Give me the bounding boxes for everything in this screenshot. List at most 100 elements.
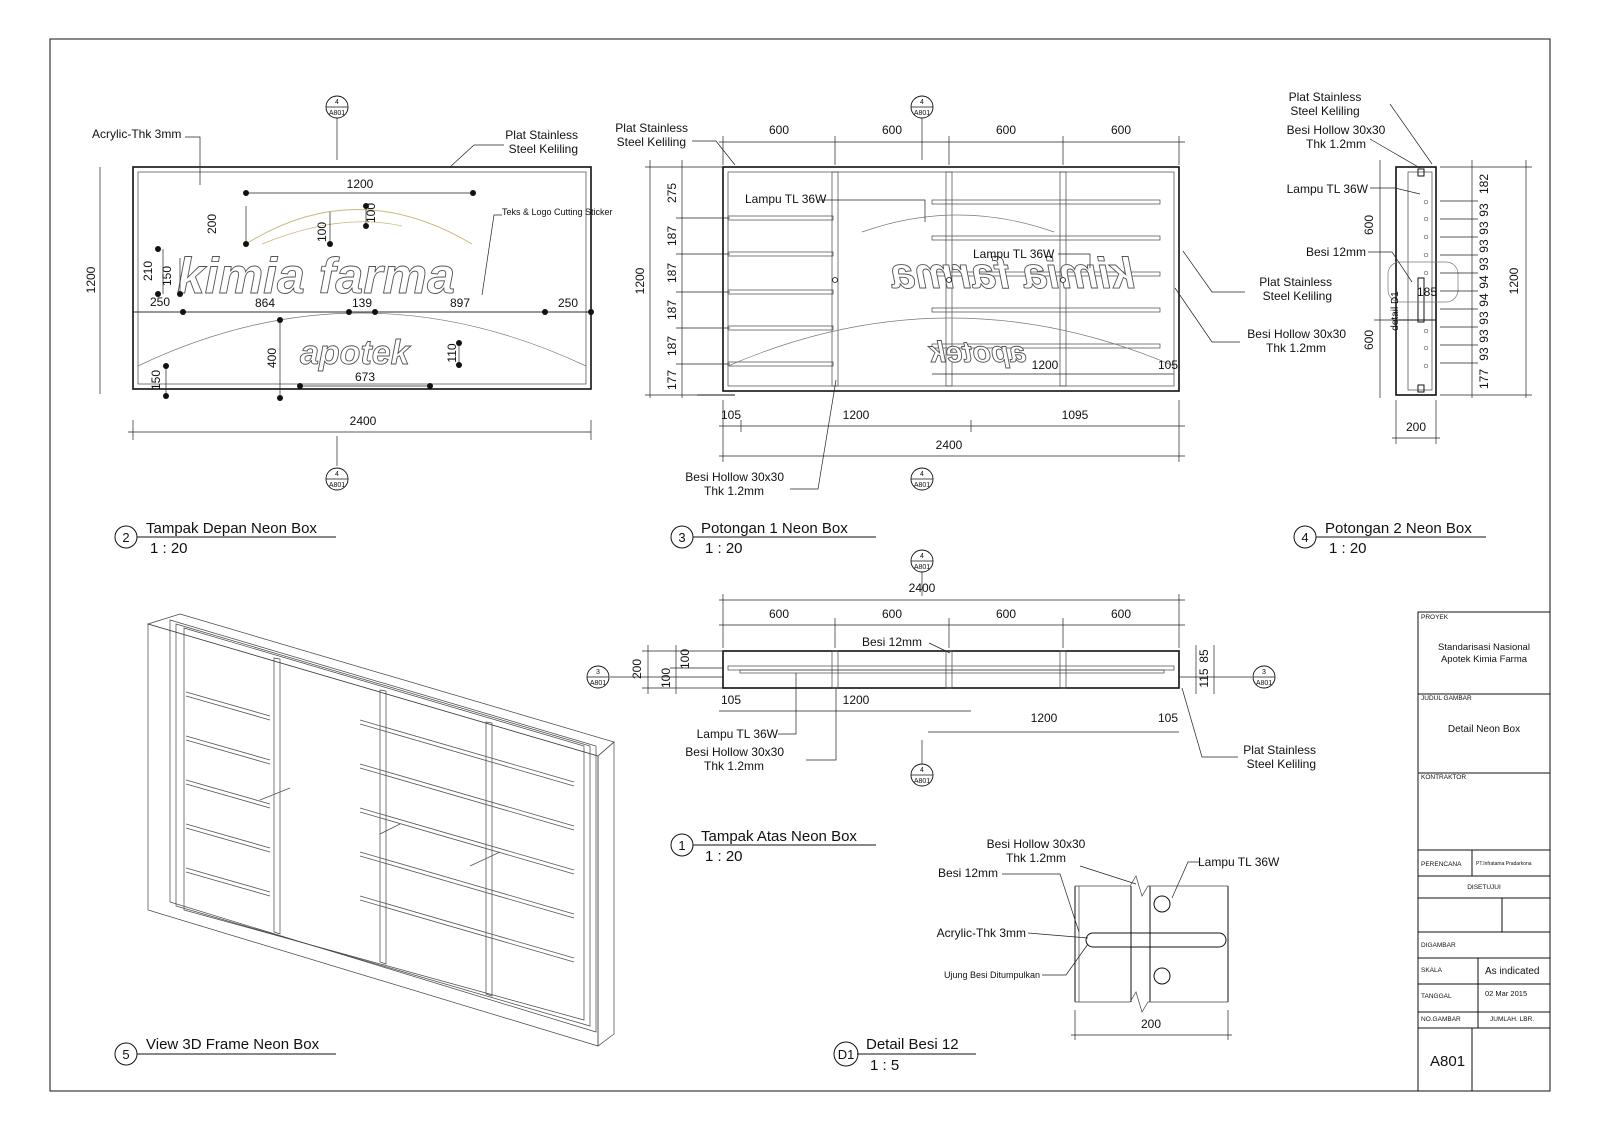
dim-text: 600: [769, 123, 789, 137]
section2-hollow-mid: [1417, 277, 1425, 323]
leader: [1370, 187, 1421, 195]
label: Lampu TL 36W: [1198, 855, 1280, 869]
front-inner-frame: [137, 171, 587, 385]
dim-text: 139: [352, 296, 372, 310]
posts: [273, 657, 493, 997]
dim-text: 600: [882, 607, 902, 621]
dim-text: 1200: [1032, 358, 1059, 372]
dim-text: 93: [1477, 347, 1491, 361]
dim-text: 85: [1197, 649, 1211, 663]
top-view: 2400 600 600 600 600 200 100 100 115 85 …: [586, 549, 1316, 865]
svg-text:apotek: apotek: [928, 336, 1026, 369]
section1-bulbs: [727, 199, 1161, 367]
label: Besi Hollow 30x30: [685, 745, 784, 759]
tb-tanggal-label: TANGGAL: [1421, 993, 1452, 1000]
label: Besi 12mm: [938, 866, 998, 880]
logo-arc-inner: [261, 221, 403, 245]
dim-text: 250: [150, 295, 170, 309]
tb-tanggal: 02 Mar 2015: [1485, 989, 1527, 998]
leader: [1079, 865, 1137, 885]
section-callout-top: 4 A801: [910, 549, 934, 573]
dim-text: 250: [558, 296, 578, 310]
svg-text:4: 4: [335, 99, 339, 106]
break-line: [1075, 991, 1228, 1013]
dim-text: 94: [1477, 275, 1491, 289]
sub-brand-text: apotek: [300, 334, 412, 372]
section2-inner: [1407, 171, 1433, 391]
dim-text: 187: [665, 336, 679, 356]
leader: [1002, 873, 1080, 933]
dim-text: 275: [665, 183, 679, 203]
view-number: 3: [678, 530, 685, 545]
label: Steel Keliling: [617, 135, 686, 149]
dim-text: 1200: [843, 408, 870, 422]
svg-text:4: 4: [920, 553, 924, 560]
section2-detail-box: [1387, 261, 1459, 303]
label: Lampu TL 36W: [697, 727, 779, 741]
dim-text: 187: [665, 226, 679, 246]
box-front-face: [147, 623, 599, 1047]
svg-text:4: 4: [920, 471, 924, 478]
leader-acrylic: [185, 136, 201, 185]
section-callout-bottom: 4 A801: [910, 467, 934, 491]
label: Lampu TL 36W: [1287, 182, 1369, 196]
leader: [1182, 250, 1245, 293]
title-block-frame: [1417, 611, 1551, 1092]
box-side-face: [597, 741, 615, 1047]
dim-text: 673: [355, 370, 375, 384]
leader-sticker: [481, 214, 502, 296]
section1-outer-frame: [722, 166, 1180, 392]
view-title: Detail Besi 12: [866, 1036, 959, 1053]
section-callout-left: 3 A801: [586, 665, 610, 689]
leader: [692, 140, 736, 166]
dim-text: 93: [1477, 311, 1491, 325]
dim-text: 1200: [633, 267, 647, 294]
view-number: 5: [122, 1047, 129, 1062]
view-title: Tampak Depan Neon Box: [146, 520, 317, 537]
section1-logo-arc: [861, 214, 1055, 233]
dim-text: 93: [1477, 257, 1491, 271]
section1-mirrored-logo: kimia farma apotek: [890, 249, 1135, 370]
view-scale: 1 : 20: [150, 540, 188, 557]
label-plat-2: Steel Keliling: [509, 142, 578, 156]
logo-arc-upper: [245, 209, 473, 245]
dim-ticks: [1440, 166, 1532, 396]
label: Ujung Besi Ditumpulkan: [944, 970, 1040, 980]
dim-text: 864: [255, 296, 275, 310]
detail-lamp-top: [1153, 895, 1171, 913]
dim-text: 200: [1406, 420, 1426, 434]
label: Besi 12mm: [1306, 245, 1366, 259]
svg-text:A801: A801: [914, 482, 930, 489]
label: Plat Stainless: [615, 121, 688, 135]
view-scale: 1 : 20: [705, 540, 743, 557]
svg-text:A801: A801: [914, 778, 930, 785]
dim-text: 185: [1417, 285, 1437, 299]
top-posts: [831, 650, 1067, 689]
svg-text:A801: A801: [329, 110, 345, 117]
dim-text: 1095: [1062, 408, 1089, 422]
view-title: Tampak Atas Neon Box: [701, 828, 857, 845]
dim-text: 100: [364, 203, 378, 223]
tb-proyek-label: PROYEK: [1421, 614, 1449, 621]
section2-hollow-top: [1417, 168, 1425, 177]
inner-frame: [175, 623, 591, 1027]
dim-text: 177: [1477, 369, 1491, 389]
detail-d1: 200 Besi Hollow 30x30 Thk 1.2mm Lampu TL…: [833, 837, 1280, 1074]
view-title: Potongan 2 Neon Box: [1325, 520, 1472, 537]
top-bulb-rail: [727, 665, 1175, 671]
svg-text:A801: A801: [329, 482, 345, 489]
svg-text:A801: A801: [914, 110, 930, 117]
leader: [778, 673, 797, 735]
view-number: 4: [1301, 530, 1308, 545]
tb-perencana: PT.Infratama Pradarkona: [1476, 861, 1532, 867]
dim-text: 2400: [936, 438, 963, 452]
section2-hollow-bot: [1417, 384, 1425, 393]
dim-text: 105: [1158, 711, 1178, 725]
dim-ticks: [642, 650, 723, 689]
title-block: PROYEK Standarisasi Nasional Apotek Kimi…: [1418, 614, 1550, 1091]
label: Besi Hollow 30x30: [1287, 123, 1386, 137]
label: Besi 12mm: [862, 635, 922, 649]
view-scale: 1 : 20: [1329, 540, 1367, 557]
label-acrylic: Acrylic-Thk 3mm: [92, 127, 181, 141]
